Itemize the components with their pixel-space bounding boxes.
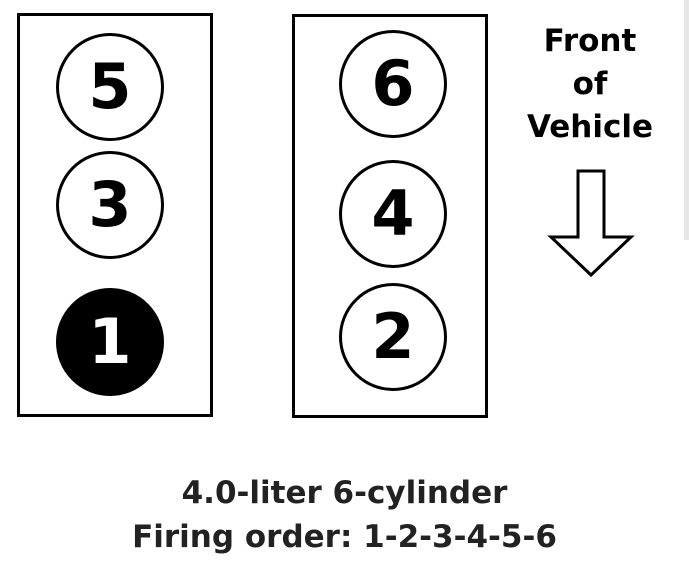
caption-firing-order: Firing order: 1-2-3-4-5-6 <box>132 519 557 555</box>
cylinder-number: 1 <box>88 305 132 378</box>
diagram-caption: 4.0-liter 6-cylinder Firing order: 1-2-3… <box>0 471 689 559</box>
front-label-line: of <box>572 66 608 102</box>
cylinder-number: 6 <box>371 47 415 120</box>
cylinder-3: 3 <box>56 151 164 259</box>
front-of-vehicle-label: Front of Vehicle <box>510 20 670 149</box>
cylinder-5: 5 <box>56 33 164 141</box>
cylinder-6: 6 <box>339 30 447 138</box>
cylinder-number: 2 <box>371 300 415 373</box>
cylinder-number: 5 <box>88 50 132 123</box>
cylinder-2: 2 <box>339 283 447 391</box>
front-label-line: Vehicle <box>526 109 654 145</box>
cylinder-number: 3 <box>88 168 132 241</box>
front-label-line: Front <box>543 23 637 59</box>
cylinder-4: 4 <box>339 160 447 268</box>
cylinder-1: 1 <box>56 288 164 396</box>
caption-engine: 4.0-liter 6-cylinder <box>181 475 508 511</box>
cylinder-number: 4 <box>371 177 415 250</box>
down-arrow-icon <box>547 169 635 278</box>
edge-strip <box>684 0 689 240</box>
